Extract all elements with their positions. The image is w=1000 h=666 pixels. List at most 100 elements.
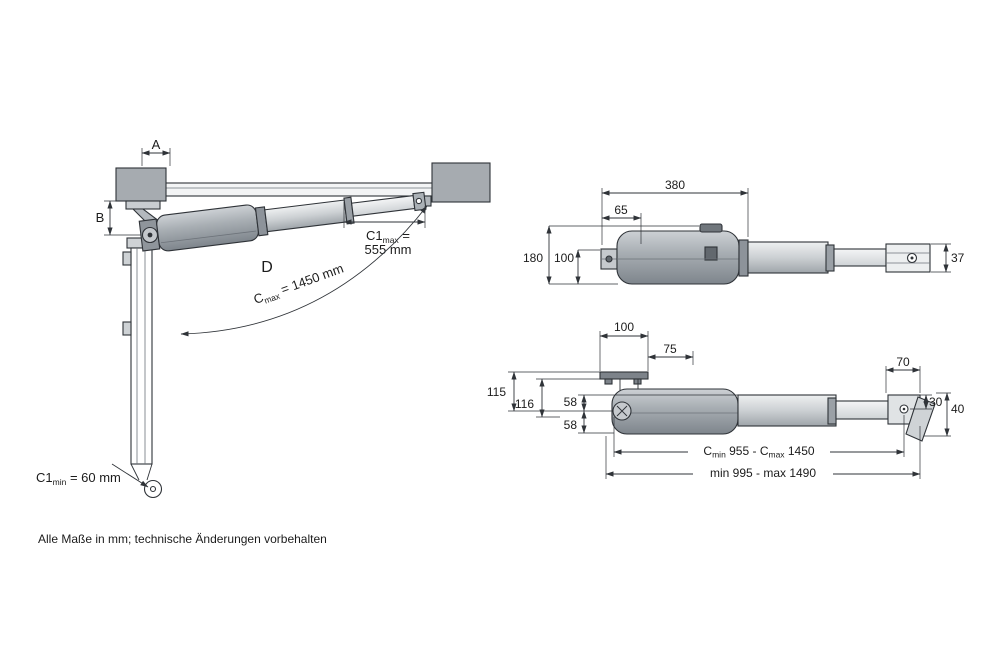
gate-beam: [163, 182, 435, 197]
dim-37-ext: [931, 243, 951, 273]
dim-total-range: min 995 - max 1490: [605, 426, 921, 480]
piston-rod: [351, 195, 416, 217]
dim-b: B: [96, 200, 141, 236]
housing-patch: [704, 246, 718, 261]
footer-note: Alle Maße in mm; technische Änderungen v…: [38, 532, 327, 546]
outer-tube-top: [747, 241, 829, 274]
dim-30: 30: [910, 394, 943, 410]
top-view: 380 65 180 100 37: [523, 178, 965, 285]
dim-70: 70: [885, 355, 921, 393]
dim-40-label: 40: [951, 402, 965, 416]
rod-end-hole: [415, 197, 423, 205]
gate-post: [122, 237, 163, 499]
post-taper: [130, 463, 153, 481]
dim-180: 180: [523, 225, 699, 285]
c1min-rest: = 60 mm: [66, 470, 121, 485]
dim-65: 65: [601, 203, 642, 244]
dim-100-bottom-label: 100: [614, 320, 634, 334]
c-range-end: 1450: [785, 444, 815, 458]
bottom-hinge: [143, 479, 163, 499]
mount-foot-left: [604, 378, 613, 385]
piston-rod-top: [833, 248, 887, 267]
bottom-view: 100 75 115 116 58 58 70: [487, 320, 965, 480]
c1min-main: C1: [36, 470, 53, 485]
dim-180-label: 180: [523, 251, 543, 265]
dim-70-label: 70: [896, 355, 910, 369]
end-bracket-pin: [902, 407, 906, 411]
dim-c-range: Cmin 955 - Cmax 1450: [613, 415, 905, 460]
tube-collar-bottom: [827, 397, 837, 425]
tube-collar-top: [825, 244, 835, 272]
dim-c-range-label-bg: [688, 445, 830, 458]
dim-380: 380: [601, 178, 749, 245]
post-tab-lower: [122, 321, 132, 336]
post-tab-upper: [122, 251, 132, 266]
dim-30-label: 30: [929, 395, 943, 409]
dim-115: 115: [487, 371, 517, 412]
dim-100-top-label: 100: [554, 251, 574, 265]
dim-a-label: A: [152, 137, 161, 152]
mount-foot-right: [633, 378, 642, 385]
dim-40: 40: [924, 392, 965, 437]
dim-total-range-label-bg: [693, 467, 833, 479]
actuator-top: [600, 223, 931, 285]
neck: [738, 239, 749, 277]
front-fork-pin: [910, 256, 914, 260]
front-fork-slots: [886, 252, 930, 264]
pivot-bracket-plate: [125, 200, 161, 210]
dim-75-label: 75: [663, 342, 677, 356]
dim-c1min-label: C1min = 60 mm: [36, 470, 121, 487]
mount-plate: [599, 371, 649, 380]
dim-75: 75: [647, 342, 694, 365]
dim-c-range-label: Cmin 955 - Cmax 1450: [703, 444, 814, 460]
shared-ext-lines: [508, 371, 738, 434]
dim-58-upper: 58: [564, 394, 587, 412]
cmax-rest: = 1450 mm: [275, 261, 345, 299]
mount-block-left: [115, 167, 167, 202]
motor-housing: [156, 204, 259, 252]
c1max-eq: =: [399, 228, 410, 243]
dim-116: 116: [515, 378, 560, 418]
dim-100-bottom: 100: [599, 320, 649, 371]
c-range-sub2: max: [768, 450, 785, 460]
dim-d-label: D: [261, 259, 273, 276]
dim-100-bottom-ext: [599, 331, 649, 371]
dim-b-label: B: [96, 210, 105, 225]
c-range-mid: 955 - C: [726, 444, 769, 458]
dim-115-label: 115: [487, 385, 506, 399]
bottom-hinge-pin: [149, 485, 157, 493]
dim-58-upper-label: 58: [564, 395, 578, 409]
dim-total-range-label: min 995 - max 1490: [710, 466, 816, 480]
dim-65-label: 65: [614, 203, 628, 217]
c-range-sub1: min: [712, 450, 726, 460]
dim-37-label: 37: [951, 251, 965, 265]
dim-37: 37: [931, 243, 965, 273]
piston-rod-bottom: [835, 400, 889, 420]
c1max-main: C1: [366, 228, 383, 243]
dim-380-label: 380: [665, 178, 685, 192]
outer-tube: [264, 199, 348, 233]
dim-116-label: 116: [515, 397, 534, 411]
swing-arc: [180, 205, 428, 337]
dim-100-top: 100: [554, 249, 600, 285]
dim-c1min: C1min = 60 mm: [36, 463, 149, 488]
clevis-pin-cross: [616, 405, 628, 417]
dim-58-lower-label: 58: [564, 418, 578, 432]
gate-structure: [115, 162, 491, 229]
dim-58-lower: 58: [564, 410, 587, 434]
dim-a: A: [141, 137, 171, 166]
outer-tube-bottom: [737, 394, 837, 427]
motor-housing-top: [616, 230, 740, 285]
side-view: A B C1max = 555 mm Cmax = 1450 mm D C1mi…: [36, 137, 491, 499]
mount-block-right: [431, 162, 491, 203]
dim-c1min-leader: [111, 463, 149, 488]
c1min-sub: min: [53, 477, 67, 487]
rear-clevis-pin: [605, 255, 613, 263]
actuator-bottom: [599, 371, 936, 442]
housing-cap: [699, 223, 723, 233]
crop-mask: [0, 547, 420, 557]
post-body: [130, 247, 153, 465]
pivot-pin: [147, 232, 153, 238]
